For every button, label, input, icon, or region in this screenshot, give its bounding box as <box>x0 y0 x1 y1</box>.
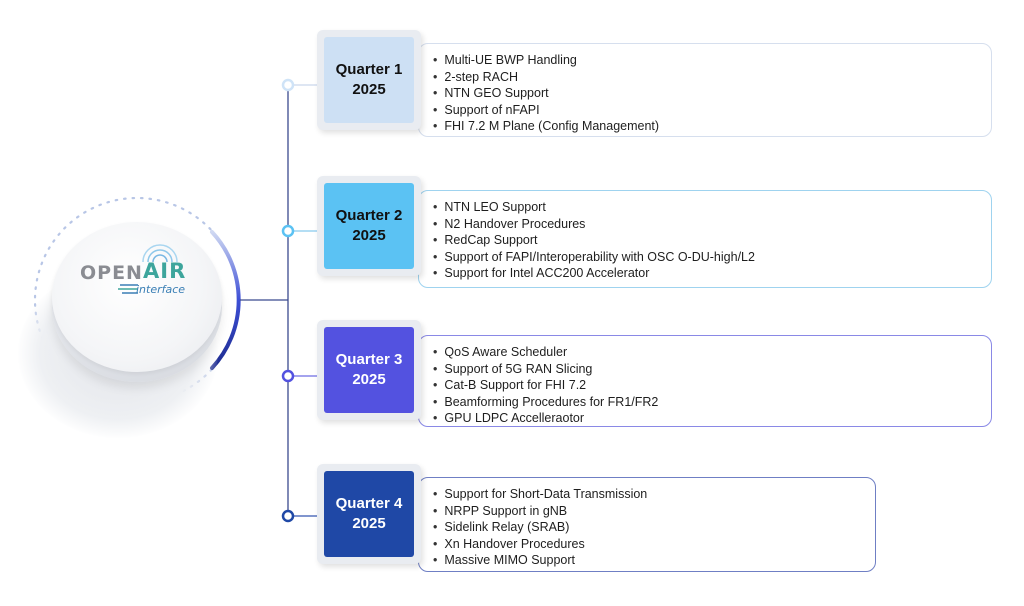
feature-item: NTN GEO Support <box>433 85 659 102</box>
q4-feature-panel: Support for Short-Data Transmission NRPP… <box>418 477 876 572</box>
feature-item: Support of nFAPI <box>433 102 659 119</box>
quarter-label: Quarter 1 <box>335 61 403 78</box>
feature-item: Multi-UE BWP Handling <box>433 52 659 69</box>
feature-item: Massive MIMO Support <box>433 552 647 569</box>
q1-feature-panel: Multi-UE BWP Handling 2-step RACH NTN GE… <box>418 43 992 137</box>
q1-card-face: Quarter 1 2025 <box>324 37 414 123</box>
feature-item: Support for Short-Data Transmission <box>433 486 647 503</box>
logo-word-air: AIR <box>143 259 187 283</box>
q4-card-face: Quarter 4 2025 <box>324 471 414 557</box>
logo-word-interface: interface <box>136 283 186 296</box>
logo-disc <box>52 222 222 372</box>
q2-card-face: Quarter 2 2025 <box>324 183 414 269</box>
feature-item: Cat-B Support for FHI 7.2 <box>433 377 658 394</box>
quarter-label: Quarter 3 <box>335 351 403 368</box>
feature-item: RedCap Support <box>433 232 755 249</box>
logo-word-open: OPEN <box>80 262 143 284</box>
quarter-year: 2025 <box>352 515 386 532</box>
feature-item: FHI 7.2 M Plane (Config Management) <box>433 118 659 135</box>
q3-feature-list: QoS Aware Scheduler Support of 5G RAN Sl… <box>433 344 658 427</box>
q2-card: Quarter 2 2025 <box>317 176 421 276</box>
q1-feature-list: Multi-UE BWP Handling 2-step RACH NTN GE… <box>433 52 659 135</box>
timeline-node-q3 <box>281 369 295 383</box>
q1-card: Quarter 1 2025 <box>317 30 421 130</box>
q3-feature-panel: QoS Aware Scheduler Support of 5G RAN Sl… <box>418 335 992 427</box>
quarter-year: 2025 <box>352 371 386 388</box>
feature-item: N2 Handover Procedures <box>433 216 755 233</box>
quarter-year: 2025 <box>352 81 386 98</box>
wifi-signal-icon <box>142 244 178 263</box>
timeline-node-q1 <box>281 78 295 92</box>
timeline-node-q2 <box>281 224 295 238</box>
q3-card: Quarter 3 2025 <box>317 320 421 420</box>
feature-item: Support for Intel ACC200 Accelerator <box>433 265 755 282</box>
quarter-label: Quarter 2 <box>335 207 403 224</box>
logo-speed-lines-icon <box>118 284 138 294</box>
accent-arc <box>210 230 241 370</box>
feature-item: NRPP Support in gNB <box>433 503 647 520</box>
quarter-year: 2025 <box>352 227 386 244</box>
q3-card-face: Quarter 3 2025 <box>324 327 414 413</box>
feature-item: GPU LDPC Accelleraotor <box>433 410 658 427</box>
feature-item: Support of FAPI/Interoperability with OS… <box>433 249 755 266</box>
q4-feature-list: Support for Short-Data Transmission NRPP… <box>433 486 647 569</box>
timeline-node-q4 <box>281 509 295 523</box>
q2-feature-list: NTN LEO Support N2 Handover Procedures R… <box>433 199 755 282</box>
feature-item: Support of 5G RAN Slicing <box>433 361 658 378</box>
feature-item: NTN LEO Support <box>433 199 755 216</box>
feature-item: 2-step RACH <box>433 69 659 86</box>
feature-item: Xn Handover Procedures <box>433 536 647 553</box>
feature-item: QoS Aware Scheduler <box>433 344 658 361</box>
feature-item: Beamforming Procedures for FR1/FR2 <box>433 394 658 411</box>
q2-feature-panel: NTN LEO Support N2 Handover Procedures R… <box>418 190 992 288</box>
q4-card: Quarter 4 2025 <box>317 464 421 564</box>
feature-item: Sidelink Relay (SRAB) <box>433 519 647 536</box>
quarter-label: Quarter 4 <box>335 495 403 512</box>
